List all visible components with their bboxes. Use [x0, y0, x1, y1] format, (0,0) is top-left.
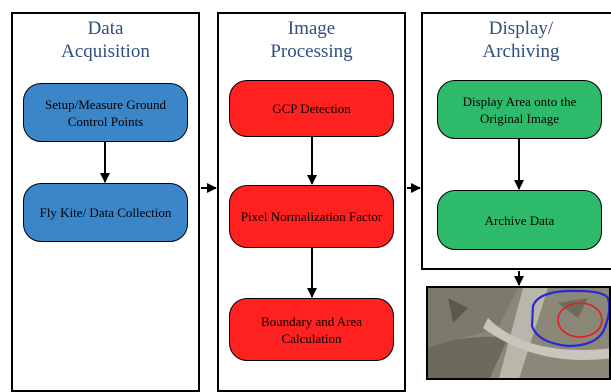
panel-title-line2: Acquisition: [61, 41, 150, 62]
panel-title-line1: Display/: [488, 18, 554, 39]
display-archiving-title: Display/ Archiving: [423, 17, 611, 63]
aerial-image-thumbnail: [426, 286, 611, 380]
boundary-area-node: Boundary and Area Calculation: [229, 298, 394, 361]
panel-title-line1: Image: [287, 18, 336, 39]
panel-title-line1: Data: [87, 18, 124, 39]
setup-ground-control-node: Setup/Measure Ground Control Points: [23, 83, 188, 142]
archive-data-node: Archive Data: [437, 190, 602, 250]
image-processing-title: Image Processing: [219, 17, 404, 63]
gcp-detection-node: GCP Detection: [229, 80, 394, 137]
pixel-normalization-node: Pixel Normalization Factor: [229, 185, 394, 248]
fly-kite-node: Fly Kite/ Data Collection: [23, 183, 188, 242]
panel-title-line2: Archiving: [482, 41, 560, 62]
flow-arrows: [100, 137, 524, 298]
data-acquisition-title: Data Acquisition: [13, 17, 198, 63]
panel-title-line2: Processing: [270, 41, 353, 62]
display-area-node: Display Area onto the Original Image: [437, 80, 602, 139]
